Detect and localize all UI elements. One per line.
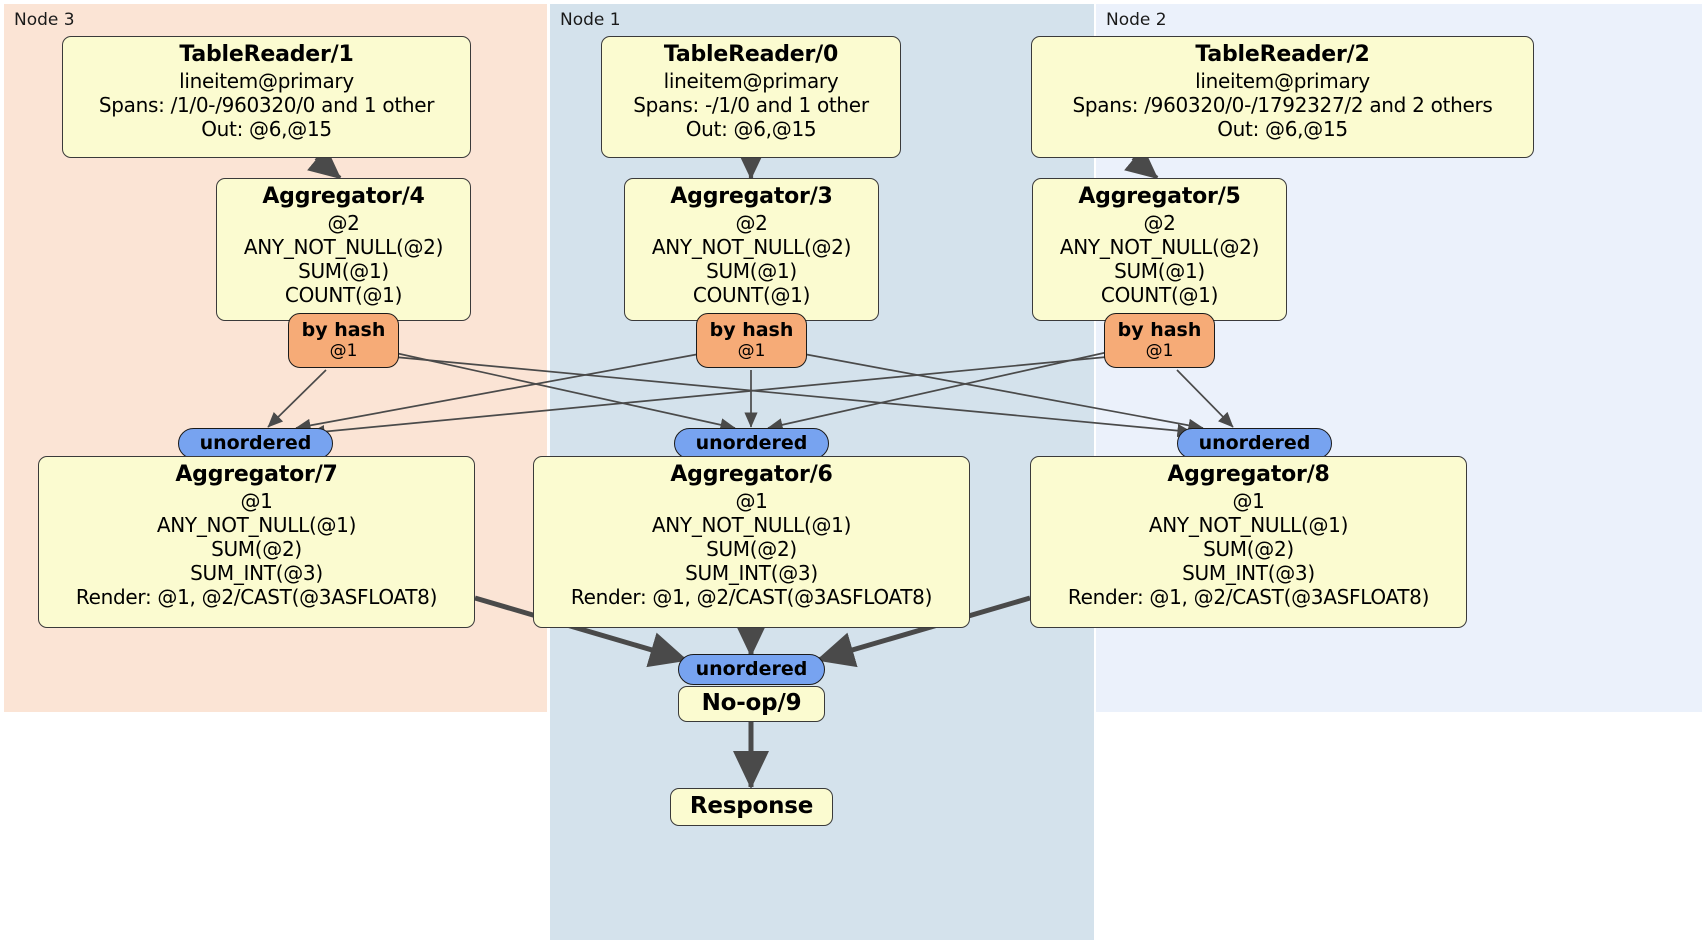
badge-label: by hash <box>1117 319 1202 342</box>
processor-title: Aggregator/8 <box>1167 462 1330 487</box>
processor-line: SUM_INT(@3) <box>190 561 323 586</box>
processor-response[interactable]: Response <box>670 788 833 826</box>
badge-label: unordered <box>695 657 808 680</box>
badge-unordered-final[interactable]: unordered <box>678 654 825 685</box>
badge-detail: @1 <box>1145 340 1174 361</box>
badge-label: unordered <box>199 431 312 454</box>
processor-line: SUM_INT(@3) <box>685 561 818 586</box>
processor-line: ANY_NOT_NULL(@2) <box>651 235 852 260</box>
badge-unordered-mid[interactable]: unordered <box>674 428 829 459</box>
processor-title: Aggregator/5 <box>1078 184 1241 209</box>
badge-detail: @1 <box>329 340 358 361</box>
processor-line: @1 <box>1232 489 1265 514</box>
processor-line: SUM(@2) <box>706 537 797 562</box>
node-label-node3: Node 3 <box>14 10 75 30</box>
badge-by-hash-mid[interactable]: by hash @1 <box>696 313 807 368</box>
processor-title: Aggregator/4 <box>262 184 425 209</box>
badge-unordered-right[interactable]: unordered <box>1177 428 1332 459</box>
processor-table-reader-1[interactable]: TableReader/1 lineitem@primary Spans: /1… <box>62 36 471 158</box>
processor-line: ANY_NOT_NULL(@1) <box>651 513 852 538</box>
processor-line: COUNT(@1) <box>1100 283 1219 308</box>
processor-line: ANY_NOT_NULL(@1) <box>1148 513 1349 538</box>
processor-line: @1 <box>735 489 768 514</box>
processor-line: SUM(@1) <box>298 259 389 284</box>
processor-table-reader-2[interactable]: TableReader/2 lineitem@primary Spans: /9… <box>1031 36 1534 158</box>
processor-noop-9[interactable]: No-op/9 <box>678 686 825 722</box>
processor-line: Spans: -/1/0 and 1 other <box>633 93 869 118</box>
processor-line: SUM(@2) <box>1203 537 1294 562</box>
badge-by-hash-left[interactable]: by hash @1 <box>288 313 399 368</box>
processor-aggregator-6[interactable]: Aggregator/6 @1 ANY_NOT_NULL(@1) SUM(@2)… <box>533 456 970 628</box>
processor-aggregator-3[interactable]: Aggregator/3 @2 ANY_NOT_NULL(@2) SUM(@1)… <box>624 178 879 321</box>
badge-by-hash-right[interactable]: by hash @1 <box>1104 313 1215 368</box>
processor-table-reader-0[interactable]: TableReader/0 lineitem@primary Spans: -/… <box>601 36 901 158</box>
badge-label: unordered <box>1198 431 1311 454</box>
badge-label: by hash <box>301 319 386 342</box>
processor-line: COUNT(@1) <box>284 283 403 308</box>
processor-line: Render: @1, @2/CAST(@3ASFLOAT8) <box>570 585 933 610</box>
processor-title: Aggregator/3 <box>670 184 833 209</box>
processor-line: ANY_NOT_NULL(@2) <box>243 235 444 260</box>
processor-line: lineitem@primary <box>663 69 839 94</box>
processor-line: SUM(@1) <box>706 259 797 284</box>
processor-title: Aggregator/6 <box>670 462 833 487</box>
processor-line: SUM(@2) <box>211 537 302 562</box>
processor-line: Render: @1, @2/CAST(@3ASFLOAT8) <box>75 585 438 610</box>
badge-label: unordered <box>695 431 808 454</box>
processor-line: COUNT(@1) <box>692 283 811 308</box>
badge-label: by hash <box>709 319 794 342</box>
processor-title: TableReader/1 <box>179 42 354 67</box>
node-label-node2: Node 2 <box>1106 10 1167 30</box>
processor-aggregator-8[interactable]: Aggregator/8 @1 ANY_NOT_NULL(@1) SUM(@2)… <box>1030 456 1467 628</box>
processor-line: lineitem@primary <box>1195 69 1370 94</box>
processor-line: @2 <box>735 211 768 236</box>
processor-line: @2 <box>1143 211 1176 236</box>
processor-line: SUM(@1) <box>1114 259 1205 284</box>
processor-title: Aggregator/7 <box>175 462 338 487</box>
processor-line: Out: @6,@15 <box>1217 117 1348 142</box>
processor-line: @2 <box>327 211 360 236</box>
processor-line: Out: @6,@15 <box>685 117 817 142</box>
processor-line: @1 <box>240 489 273 514</box>
processor-aggregator-4[interactable]: Aggregator/4 @2 ANY_NOT_NULL(@2) SUM(@1)… <box>216 178 471 321</box>
processor-aggregator-7[interactable]: Aggregator/7 @1 ANY_NOT_NULL(@1) SUM(@2)… <box>38 456 475 628</box>
processor-title: Response <box>689 793 814 820</box>
node-label-node1: Node 1 <box>560 10 621 30</box>
processor-line: Spans: /960320/0-/1792327/2 and 2 others <box>1072 93 1493 118</box>
processor-title: TableReader/0 <box>663 42 839 67</box>
processor-line: SUM_INT(@3) <box>1182 561 1315 586</box>
processor-aggregator-5[interactable]: Aggregator/5 @2 ANY_NOT_NULL(@2) SUM(@1)… <box>1032 178 1287 321</box>
badge-unordered-left[interactable]: unordered <box>178 428 333 459</box>
processor-line: ANY_NOT_NULL(@1) <box>156 513 357 538</box>
processor-line: Out: @6,@15 <box>201 117 332 142</box>
processor-line: Render: @1, @2/CAST(@3ASFLOAT8) <box>1067 585 1430 610</box>
badge-detail: @1 <box>737 340 766 361</box>
processor-line: lineitem@primary <box>179 69 354 94</box>
processor-line: ANY_NOT_NULL(@2) <box>1059 235 1260 260</box>
processor-title: TableReader/2 <box>1195 42 1370 67</box>
processor-line: Spans: /1/0-/960320/0 and 1 other <box>98 93 435 118</box>
processor-title: No-op/9 <box>701 690 802 717</box>
